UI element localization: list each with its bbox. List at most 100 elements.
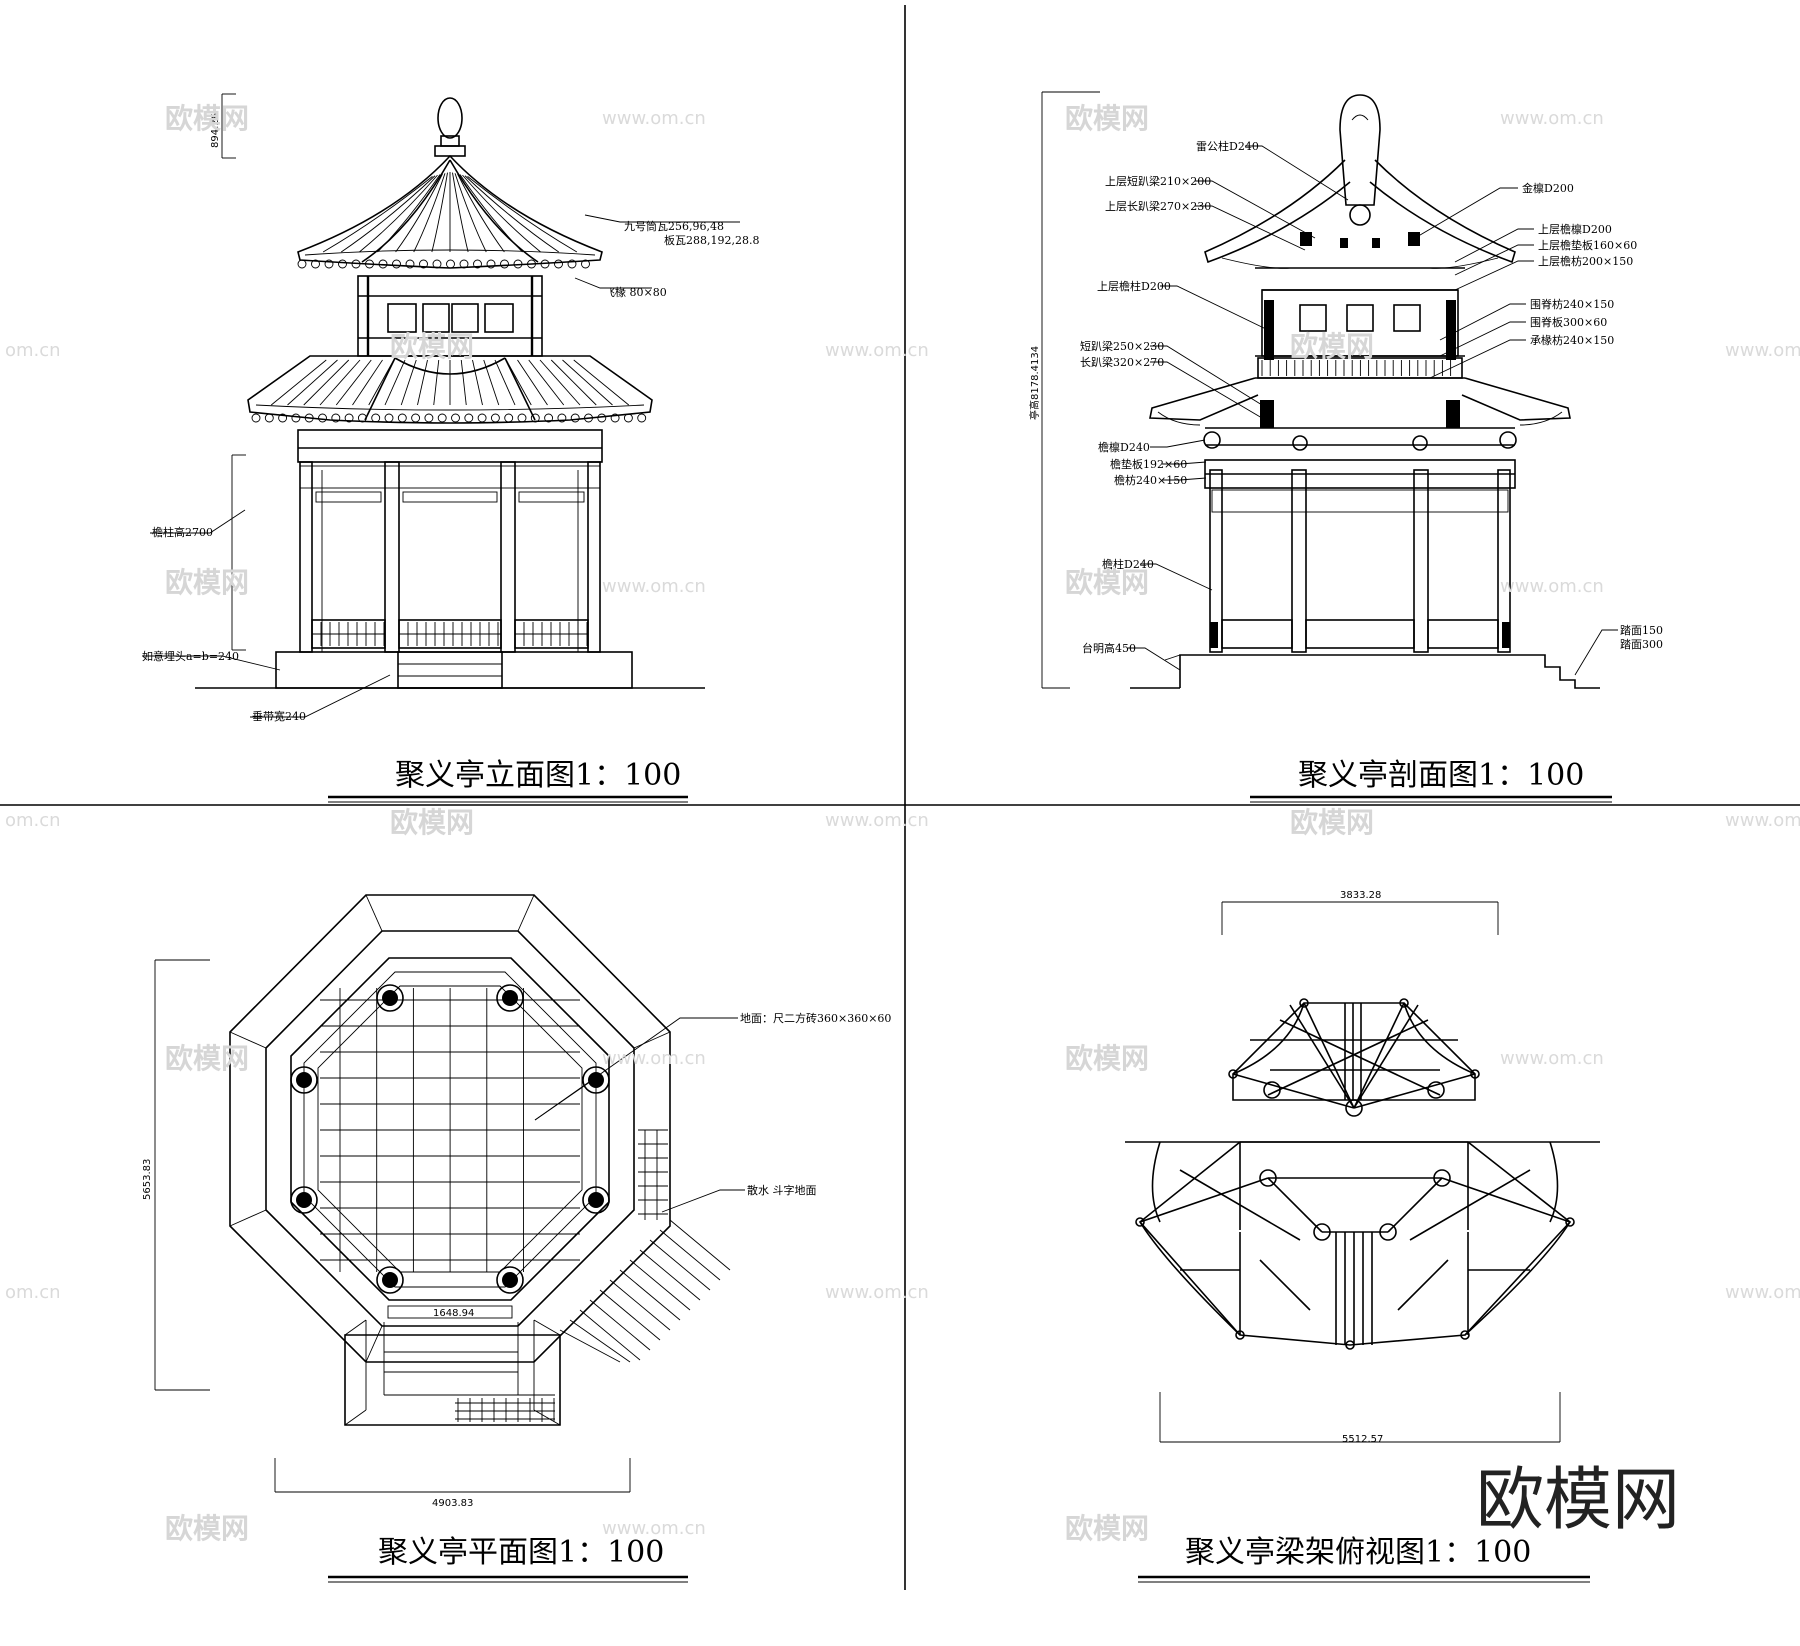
watermark-url: www.om.cn: [602, 576, 706, 597]
brick: [559, 1329, 621, 1363]
label-l12: 短趴梁250×230: [1080, 339, 1164, 353]
rafter-end: [490, 413, 500, 423]
tile-label-1: 九号筒瓦256,96,48: [624, 219, 724, 233]
column-outline: [376, 984, 404, 1012]
column-core: [588, 1072, 604, 1088]
purlin-node: [1299, 998, 1309, 1008]
tile-label-2: 板瓦288,192,28.8: [664, 233, 759, 247]
plan-columns: [290, 984, 610, 1294]
tile-rib: [494, 359, 516, 406]
brick: [569, 1319, 631, 1363]
tile-rib: [319, 359, 361, 406]
upper-roof-truss: [1228, 998, 1480, 1117]
truss-beam: [1232, 1073, 1355, 1109]
tile-rib: [335, 359, 372, 406]
elevation-title-group: 聚义亭立面图1：100: [328, 758, 688, 803]
rafter-end: [344, 413, 354, 423]
section-view: 亭高8178.4134 雷公柱D240 上层短趴梁210×200 上层长趴梁27…: [1028, 91, 1663, 803]
rafter-end: [378, 259, 388, 269]
truss-beam: [1353, 1073, 1476, 1109]
rafter-end: [371, 413, 381, 423]
rafter-end: [324, 259, 334, 269]
rafter-end: [392, 259, 401, 269]
brace: [1259, 1259, 1311, 1311]
label-l14: 檐檩D240: [1098, 440, 1150, 454]
entry-steps: 1648.94: [344, 1305, 561, 1426]
rafter-end: [544, 413, 554, 423]
step-label: 垂带宽240: [252, 709, 306, 723]
rafter-end: [291, 413, 301, 423]
label-l7: 上层檐枋200×150: [1538, 254, 1633, 268]
tile-rib: [573, 359, 630, 406]
rafter-end: [581, 259, 590, 269]
watermark-cn: 欧模网: [165, 1512, 249, 1545]
tile-rib: [452, 172, 469, 253]
tile-rib: [413, 173, 446, 253]
plan-title: 聚义亭平面图1：100: [378, 1535, 664, 1570]
column-outline: [376, 1266, 404, 1294]
tile-rib: [464, 175, 560, 253]
rafter-end: [437, 413, 447, 423]
rafter-end: [311, 259, 320, 269]
rafter-end: [584, 413, 593, 423]
brick: [579, 1309, 641, 1361]
rafter-end: [384, 413, 394, 423]
column-label: 檐柱高2700: [152, 525, 213, 539]
watermark-cn: 欧模网: [165, 102, 249, 135]
tile-rib: [457, 173, 505, 253]
purlin-node: [1345, 1099, 1363, 1117]
label-l17: 檐柱D240: [1102, 557, 1154, 571]
rafter-end: [530, 413, 540, 423]
tile-rib: [462, 174, 541, 253]
plan-height-label: 5653.83: [142, 1159, 153, 1200]
lower-roof-tiles: [270, 359, 630, 406]
beam-band: [297, 429, 603, 489]
roof-framing-view: 3833.28 5512.57 聚义亭梁架俯视图1：100: [1125, 890, 1600, 1583]
tile-rib: [483, 359, 500, 406]
tile-rib: [359, 174, 438, 253]
tile-rib: [517, 359, 548, 406]
tile-rib: [539, 359, 581, 406]
watermark-url: www.om.cn: [1500, 576, 1604, 597]
fretwork: [518, 491, 585, 503]
brick: [619, 1269, 681, 1321]
section-height-label: 亭高8178.4134: [1028, 346, 1041, 420]
tile-rib: [377, 174, 441, 253]
tile-rib: [287, 359, 338, 406]
purlin-node: [1427, 1081, 1445, 1099]
upper-roof-tiles: [322, 171, 578, 253]
bench-railing: [311, 491, 589, 649]
watermark-url: www.om.cn: [1500, 1048, 1604, 1069]
column-core: [502, 1272, 518, 1288]
watermark-cn: 欧模网: [1065, 102, 1149, 135]
inner-dim-label: 1648.94: [433, 1308, 474, 1319]
column-core: [382, 1272, 398, 1288]
tile-rib: [417, 359, 428, 406]
purlin-node: [1379, 1223, 1397, 1241]
rafter-end: [432, 259, 442, 269]
diagonal-beam: [1267, 1019, 1429, 1096]
plan-annotations: 地面：尺二方砖360×360×60 散水 斗字地面: [534, 1011, 891, 1213]
rafter-end: [338, 259, 347, 269]
rafter-end: [278, 413, 288, 423]
truss-beam: [1303, 1002, 1355, 1109]
elevation-title: 聚义亭立面图1：100: [395, 758, 681, 793]
apron-brick-pattern: [455, 1129, 731, 1422]
rafter-end: [405, 259, 415, 269]
elevation-dimensions: 894.26: [210, 93, 246, 651]
truss-beam: [1353, 1002, 1405, 1109]
purlin-node: [1259, 1169, 1277, 1187]
tile-rib: [472, 359, 483, 406]
watermark-url: www.om.cn: [1725, 810, 1800, 831]
rafter-end: [486, 259, 496, 269]
rafter-end: [459, 259, 469, 269]
rafter-end: [331, 413, 341, 423]
base-platform: [195, 651, 705, 689]
brick: [659, 1229, 721, 1281]
rafter-end: [540, 259, 550, 269]
tile-rib: [303, 359, 350, 406]
watermark-url: www.om.cn: [825, 810, 929, 831]
plan-dimensions: 5653.83 4903.83: [142, 959, 631, 1509]
column-core: [588, 1192, 604, 1208]
